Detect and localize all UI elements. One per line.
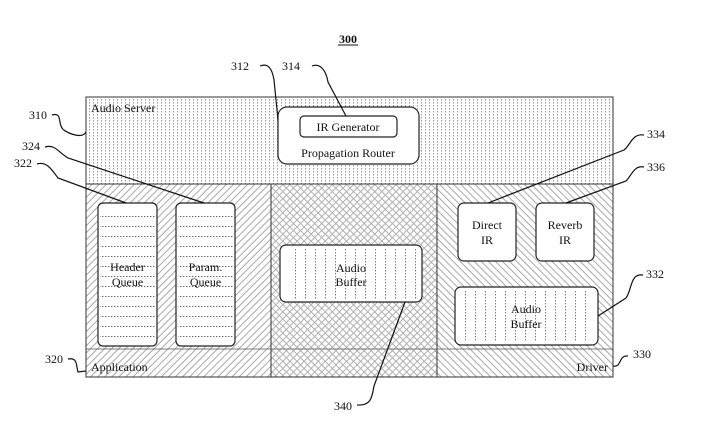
direct-ir-line2: IR [481,233,493,247]
param-queue-line1: Param. [189,260,223,274]
ref-334: 334 [647,127,665,141]
reverb-ir-box[interactable]: Reverb IR [535,202,595,262]
ref-310: 310 [29,108,47,122]
ref-314: 314 [282,59,300,73]
ref-320: 320 [45,352,63,366]
audio-server-label: Audio Server [91,101,155,115]
leader-322 [36,162,127,204]
ref-312: 312 [231,59,249,73]
ref-324: 324 [22,139,40,153]
reverb-ir-line2: IR [559,233,571,247]
leader-340 [356,301,406,406]
leader-312 [259,64,279,121]
header-queue-line1: Header [110,260,145,274]
leader-330 [612,355,629,367]
header-queue-line2: Queue [112,275,143,289]
driver-label: Driver [577,360,608,374]
leader-310 [51,113,87,136]
direct-ir-box[interactable]: Direct IR [457,202,517,262]
shared-audio-buffer-line1: Audio [336,261,366,275]
ir-generator-box[interactable]: IR Generator [299,115,398,138]
ref-340: 340 [334,399,352,413]
leader-334 [487,134,645,204]
driver-audio-buffer-line1: Audio [511,302,541,316]
ir-generator-label: IR Generator [317,120,380,134]
leader-314 [311,64,347,117]
param-queue-line2: Queue [190,275,221,289]
propagation-router-label: Propagation Router [301,146,395,160]
leader-320 [67,358,87,373]
application-label: Application [91,360,148,374]
leader-324 [44,145,205,204]
leader-332 [597,274,644,317]
reverb-ir-line1: Reverb [548,218,583,232]
ref-330: 330 [633,347,651,361]
driver-audio-buffer-box[interactable]: Audio Buffer [454,286,599,346]
figure-number: 300 [339,32,357,46]
shared-audio-buffer-line2: Buffer [335,275,366,289]
header-queue-box[interactable]: Header Queue [97,202,158,347]
shared-audio-buffer-box[interactable]: Audio Buffer [279,244,423,303]
direct-ir-line1: Direct [472,218,503,232]
ref-322: 322 [14,156,32,170]
driver-audio-buffer-line2: Buffer [510,317,541,331]
param-queue-box[interactable]: Param. Queue [175,202,236,347]
leader-lines [36,64,645,406]
leader-336 [565,166,645,204]
ref-336: 336 [647,160,665,174]
ref-332: 332 [646,267,664,281]
lower-frame [85,183,614,378]
